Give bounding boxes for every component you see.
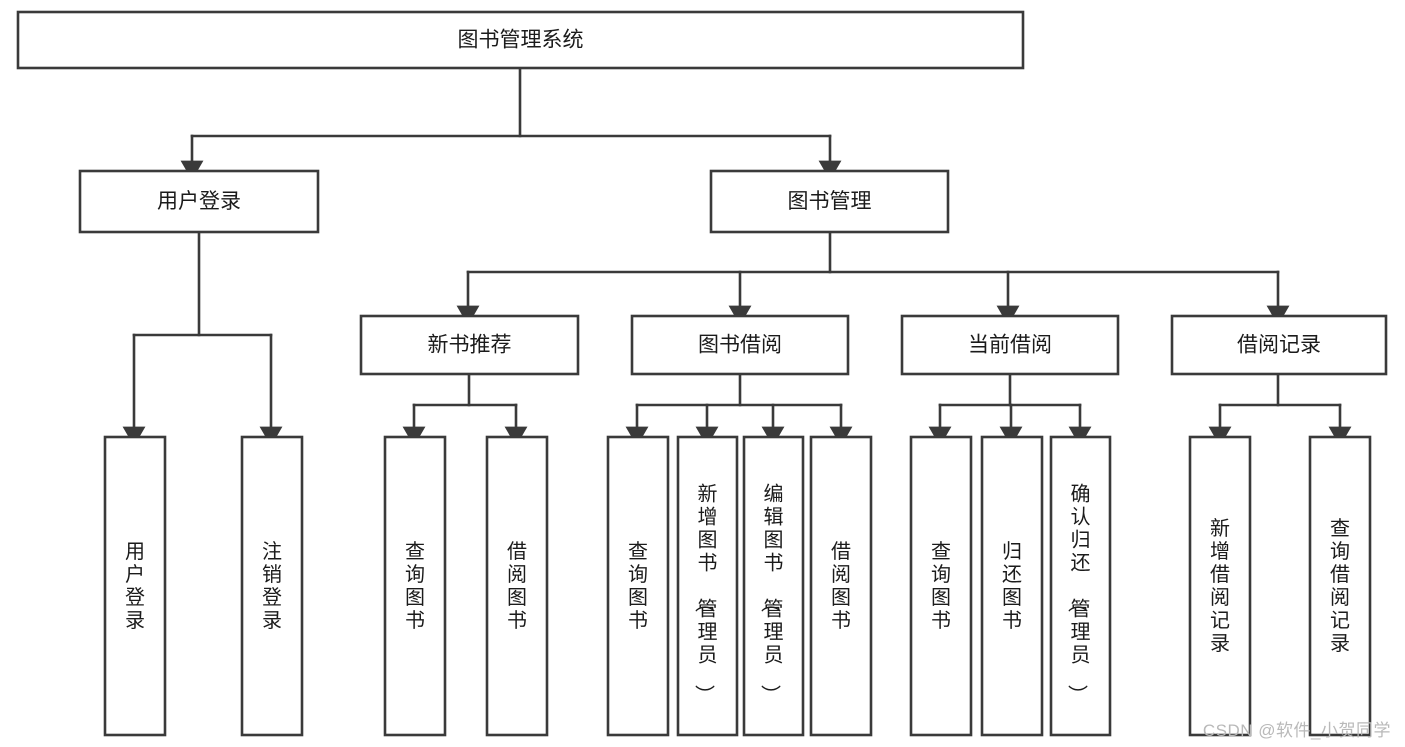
connector-edges xyxy=(122,66,1352,447)
node-label: 查询图书 xyxy=(628,540,648,632)
node-rect xyxy=(742,435,805,737)
node-boxes: 图书管理系统用户登录图书管理新书推荐图书借阅当前借阅借阅记录用户登录注销登录查询… xyxy=(16,10,1388,737)
node-leaf-query-book-rec[interactable]: 查询图书 xyxy=(383,435,447,737)
node-leaf-query-book-cb[interactable]: 查询图书 xyxy=(909,435,973,737)
node-label: 新增图书（管理员） xyxy=(693,482,718,704)
node-leaf-borrow-book-bb[interactable]: 借阅图书 xyxy=(809,435,873,737)
node-rect xyxy=(900,314,1120,376)
node-rect xyxy=(606,435,670,737)
node-current-borrow[interactable]: 当前借阅 xyxy=(900,314,1120,376)
connector-bookborrow-to-leaves xyxy=(625,372,853,447)
node-rect xyxy=(485,435,549,737)
node-leaf-edit-book[interactable]: 编辑图书（管理员） xyxy=(742,435,805,737)
node-rect xyxy=(240,435,304,737)
node-label: 用户登录 xyxy=(125,541,145,632)
csdn-watermark: CSDN @软件_小贺同学 xyxy=(1202,721,1391,740)
node-book-borrow[interactable]: 图书借阅 xyxy=(630,314,850,376)
connector-newbook-to-leaves xyxy=(402,372,528,447)
node-leaf-confirm-return[interactable]: 确认归还（管理员） xyxy=(1049,435,1112,737)
node-label: 借阅图书 xyxy=(831,540,851,632)
connector-bookmanage-to-level3 xyxy=(456,230,1290,326)
node-rect xyxy=(16,10,1025,70)
node-label: 编辑图书（管理员） xyxy=(759,482,784,704)
node-label: 图书借阅 xyxy=(698,334,782,357)
node-label: 借阅记录 xyxy=(1237,334,1321,357)
node-label: 注销登录 xyxy=(262,540,282,632)
node-rect xyxy=(359,314,580,376)
node-label: 查询图书 xyxy=(931,540,951,632)
connector-root-to-level2 xyxy=(180,66,842,181)
node-borrow-record[interactable]: 借阅记录 xyxy=(1170,314,1388,376)
node-leaf-user-login[interactable]: 用户登录 xyxy=(103,435,167,737)
node-label: 查询图书 xyxy=(405,540,425,632)
node-label: 图书管理 xyxy=(788,190,872,213)
node-label: 确认归还（管理员） xyxy=(1066,482,1091,704)
node-rect xyxy=(1188,435,1252,737)
node-rect xyxy=(78,169,320,234)
node-user-login[interactable]: 用户登录 xyxy=(78,169,320,234)
node-rect xyxy=(1049,435,1112,737)
node-label: 新增借阅记录 xyxy=(1210,517,1230,655)
node-rect xyxy=(676,435,739,737)
node-label: 查询借阅记录 xyxy=(1330,517,1350,655)
node-rect xyxy=(103,435,167,737)
node-rect xyxy=(980,435,1044,737)
node-book-manage[interactable]: 图书管理 xyxy=(709,169,950,234)
node-leaf-query-record[interactable]: 查询借阅记录 xyxy=(1308,435,1372,737)
node-leaf-return-book[interactable]: 归还图书 xyxy=(980,435,1044,737)
node-rect xyxy=(630,314,850,376)
node-label: 图书管理系统 xyxy=(458,29,584,52)
node-leaf-query-book-bb[interactable]: 查询图书 xyxy=(606,435,670,737)
node-label: 借阅图书 xyxy=(507,540,527,632)
node-rect xyxy=(1170,314,1388,376)
node-new-book-rec[interactable]: 新书推荐 xyxy=(359,314,580,376)
node-label: 用户登录 xyxy=(157,190,241,213)
node-leaf-logout[interactable]: 注销登录 xyxy=(240,435,304,737)
node-label: 当前借阅 xyxy=(968,334,1052,357)
node-rect xyxy=(909,435,973,737)
node-root[interactable]: 图书管理系统 xyxy=(16,10,1025,70)
node-leaf-add-record[interactable]: 新增借阅记录 xyxy=(1188,435,1252,737)
node-leaf-borrow-book-rec[interactable]: 借阅图书 xyxy=(485,435,549,737)
connector-currentborrow-to-leaves xyxy=(928,372,1092,447)
node-label: 新书推荐 xyxy=(428,334,512,357)
connector-borrowrecord-to-leaves xyxy=(1208,372,1352,447)
connector-userlogin-to-leaves xyxy=(122,230,283,447)
node-rect xyxy=(1308,435,1372,737)
node-label: 归还图书 xyxy=(1002,540,1022,632)
node-leaf-add-book[interactable]: 新增图书（管理员） xyxy=(676,435,739,737)
node-rect xyxy=(709,169,950,234)
node-rect xyxy=(383,435,447,737)
node-rect xyxy=(809,435,873,737)
